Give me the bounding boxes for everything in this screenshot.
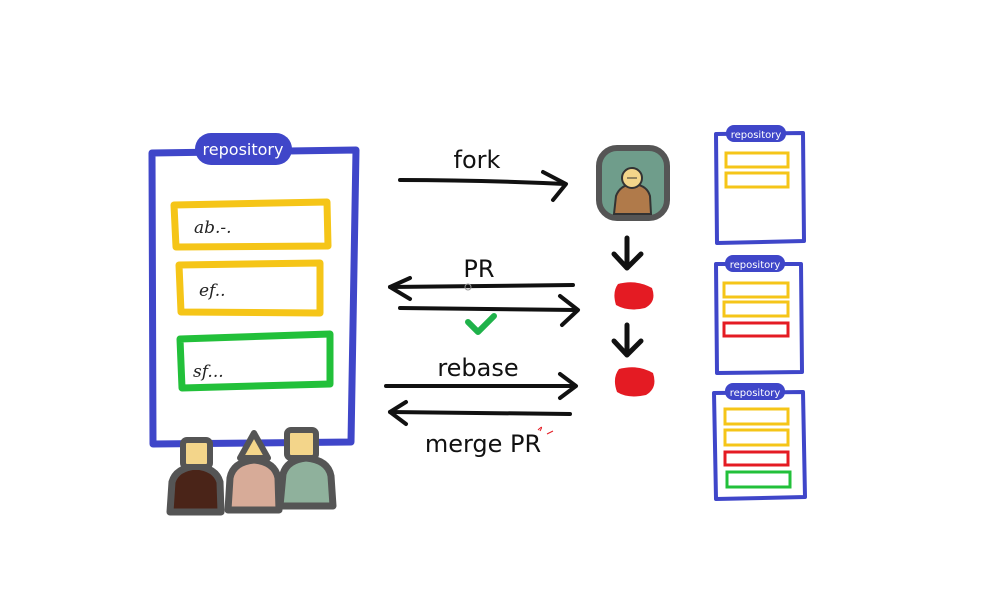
down-arrow-icon bbox=[611, 322, 644, 358]
merge-pr-arrow: merge PR bbox=[388, 400, 572, 458]
pr-label: PR bbox=[463, 255, 494, 283]
fork-user-avatar-icon bbox=[596, 145, 670, 221]
mini-repo-3-title: repository bbox=[730, 388, 781, 399]
mini-repo-2: repository bbox=[714, 255, 804, 375]
pr-arrow: PR bbox=[388, 255, 575, 301]
merge-pr-label: merge PR bbox=[425, 430, 541, 458]
commit-entry-2: ef.. bbox=[175, 259, 324, 317]
commit-entry-2-text: ef.. bbox=[199, 281, 226, 301]
commit-entry-1-text: ab.-. bbox=[194, 218, 232, 238]
red-commit-2 bbox=[614, 367, 655, 397]
mini-repo-1-title: repository bbox=[731, 130, 782, 141]
repository-title-pill bbox=[195, 133, 292, 165]
down-arrow-icon bbox=[611, 235, 644, 271]
repository-title: repository bbox=[203, 140, 284, 159]
team-people-icon bbox=[166, 427, 337, 516]
main-repository: repository ab.-. ef.. sf... bbox=[148, 133, 360, 448]
red-commit-1 bbox=[614, 282, 654, 310]
pr-accept-arrow bbox=[398, 294, 580, 335]
fork-arrow: fork bbox=[398, 146, 568, 202]
mini-repo-3: repository bbox=[712, 383, 807, 501]
check-icon bbox=[465, 313, 497, 335]
rebase-label: rebase bbox=[437, 354, 518, 382]
fork-label: fork bbox=[454, 146, 501, 174]
mini-repo-2-title: repository bbox=[730, 260, 781, 271]
mini-repo-1: repository bbox=[714, 125, 806, 245]
rebase-arrow: rebase bbox=[384, 354, 578, 400]
commit-entry-3: sf... bbox=[176, 330, 334, 392]
commit-entry-3-text: sf... bbox=[193, 362, 224, 382]
commit-entry-1: ab.-. bbox=[170, 198, 332, 251]
